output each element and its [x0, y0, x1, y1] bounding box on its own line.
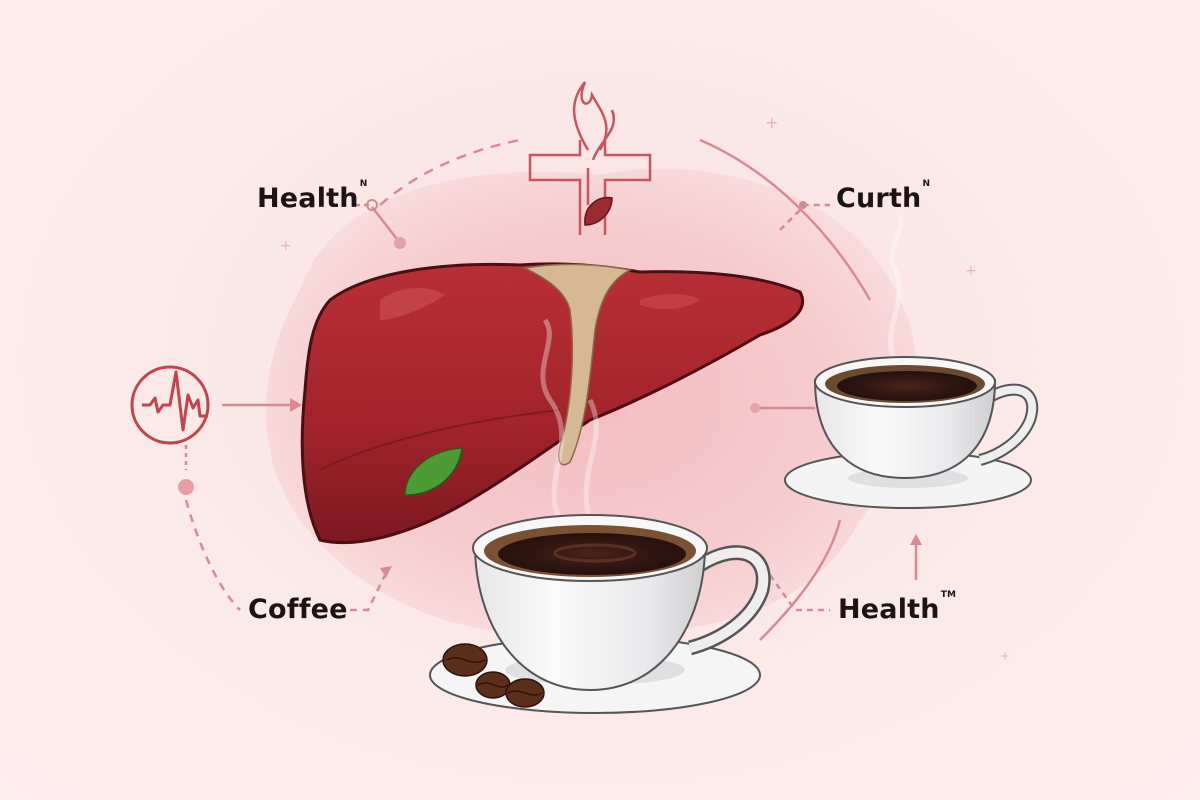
label-health-top-left: HealthN: [257, 179, 368, 214]
leaf-icon: [584, 196, 613, 226]
svg-text:+: +: [765, 113, 778, 132]
medical-cross-flame-icon: [528, 81, 652, 235]
heartbeat-monitor-icon: [130, 365, 210, 445]
sparkles: + + + +: [280, 113, 1010, 663]
liver-illustration: [300, 262, 804, 545]
label-health-bottom-right: HealthTM: [838, 590, 957, 625]
steam: [540, 214, 904, 522]
svg-text:+: +: [1000, 649, 1010, 663]
coffee-cup-small: [784, 356, 1039, 509]
label-coffee-bottom-left: Coffee: [248, 594, 348, 625]
svg-text:+: +: [965, 263, 977, 279]
label-curth-top-right: CurthN: [836, 179, 931, 214]
svg-text:+: +: [280, 238, 292, 254]
coffee-beans: [442, 643, 545, 708]
